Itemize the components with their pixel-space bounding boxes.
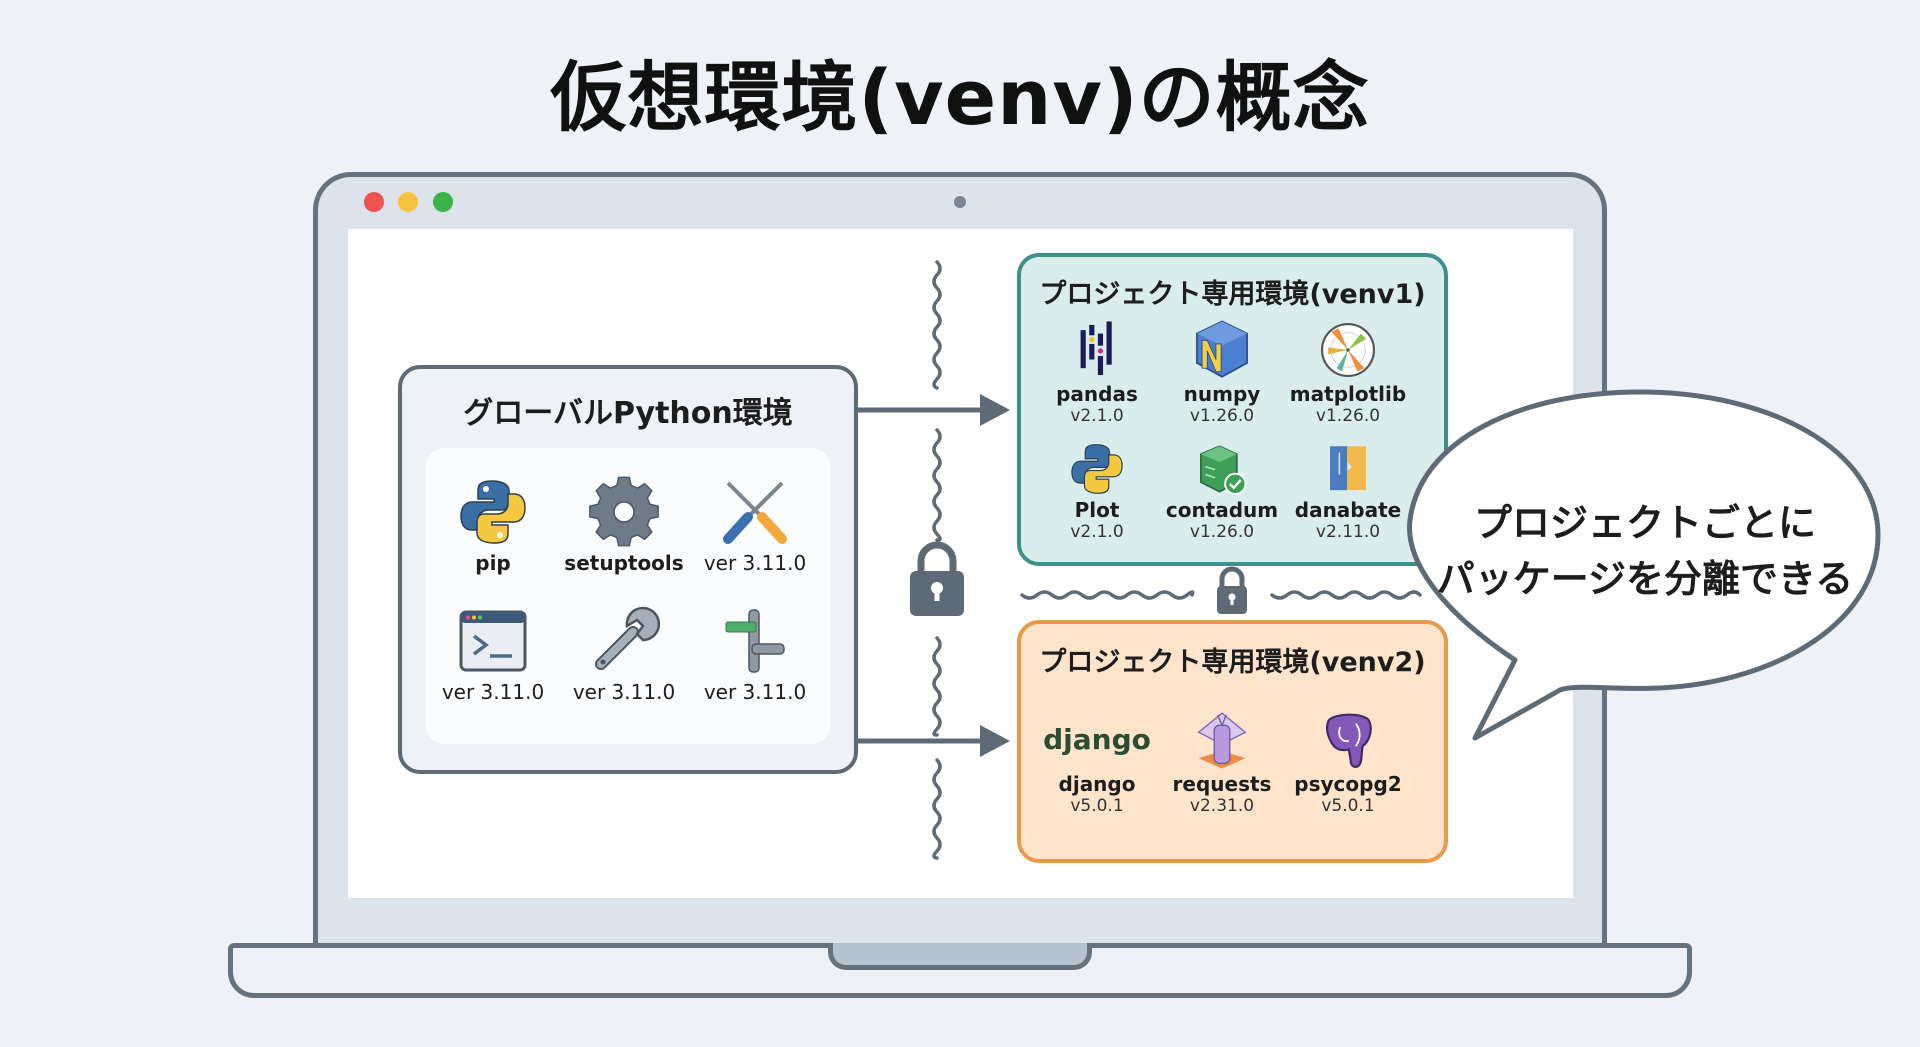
global-package-item: ver 3.11.0 — [428, 604, 558, 706]
wavy-divider-segment — [1270, 590, 1422, 600]
global-package-item: pip — [428, 475, 558, 577]
speech-bubble-shape — [1407, 389, 1881, 741]
package-label: pip — [475, 551, 511, 575]
window-minimize-dot — [398, 192, 418, 212]
venv1-package-item: pandas v2.1.0 — [1032, 318, 1162, 427]
page-title: 仮想環境(venv)の概念 — [550, 53, 1370, 142]
package-version: v2.1.0 — [1070, 406, 1124, 426]
package-version: v5.0.1 — [1321, 796, 1375, 816]
matplotlib-logo-icon — [1320, 322, 1376, 378]
arrow-to-venv1 — [858, 394, 1010, 426]
package-version: v5.0.1 — [1070, 796, 1124, 816]
callout-line-2: パッケージを分離できる — [1436, 557, 1854, 601]
package-name: django — [1058, 772, 1136, 796]
lock-icon — [1217, 566, 1247, 614]
danabate-logo-icon — [1329, 446, 1367, 491]
venv2-title: プロジェクト専用環境(venv2) — [1039, 647, 1426, 678]
package-name: numpy — [1183, 382, 1261, 406]
venv1-title: プロジェクト専用環境(venv1) — [1039, 279, 1426, 310]
venv2-box — [1017, 620, 1448, 863]
package-name: requests — [1172, 772, 1272, 796]
lock-icon — [910, 541, 964, 616]
venv2-package-item: django django v5.0.1 — [1032, 708, 1162, 817]
package-version: v2.11.0 — [1315, 522, 1381, 542]
pipe-connector-icon — [725, 609, 785, 673]
package-version: v2.31.0 — [1189, 796, 1255, 816]
window-close-dot — [364, 192, 384, 212]
package-version: v1.26.0 — [1189, 406, 1255, 426]
venv2-package-item: requests v2.31.0 — [1157, 708, 1287, 817]
screwdrivers-icon — [723, 481, 787, 544]
horizontal-divider — [1020, 590, 1422, 600]
package-label: ver 3.11.0 — [703, 680, 807, 704]
wavy-divider-segment — [932, 260, 942, 390]
wrench-icon — [595, 606, 661, 670]
terminal-icon — [459, 610, 527, 672]
global-env-title: グローバルPython環境 — [463, 396, 793, 431]
package-name: psycopg2 — [1294, 772, 1402, 796]
venv1-box — [1017, 253, 1448, 566]
package-label: setuptools — [564, 551, 684, 575]
arrow-to-venv2 — [858, 725, 1010, 757]
package-label: ver 3.11.0 — [703, 551, 807, 575]
package-name: matplotlib — [1289, 382, 1407, 406]
wavy-divider-segment — [932, 636, 942, 737]
python-logo-icon — [1071, 444, 1123, 494]
wavy-divider-segment — [932, 428, 942, 542]
package-label: ver 3.11.0 — [441, 680, 545, 704]
package-label: ver 3.11.0 — [572, 680, 676, 704]
global-package-item: ver 3.11.0 — [690, 475, 820, 577]
numpy-logo-icon — [1196, 320, 1248, 378]
venv1-package-item: Plot v2.1.0 — [1032, 440, 1162, 543]
django-logo-icon: django — [1043, 723, 1151, 756]
venv1-package-item: contadum v1.26.0 — [1157, 440, 1287, 543]
database-check-icon — [1200, 445, 1247, 496]
package-version: v2.1.0 — [1070, 522, 1124, 542]
package-version: v1.26.0 — [1315, 406, 1381, 426]
vertical-divider — [932, 260, 942, 860]
venv1-package-item: numpy v1.26.0 — [1157, 318, 1287, 427]
callout-text: プロジェクトごとに パッケージを分離できる — [1420, 495, 1870, 607]
laptop-notch — [828, 943, 1092, 970]
package-version: v1.26.0 — [1189, 522, 1255, 542]
camera-dot — [954, 196, 966, 208]
postgresql-elephant-icon — [1325, 713, 1372, 768]
venv1-package-item: matplotlib v1.26.0 — [1283, 318, 1413, 427]
wavy-divider-segment — [932, 758, 942, 860]
package-name: danabate — [1294, 498, 1402, 522]
requests-logo-icon — [1197, 712, 1247, 769]
window-maximize-dot — [433, 192, 453, 212]
global-package-item: ver 3.11.0 — [559, 604, 689, 706]
package-name: Plot — [1074, 498, 1120, 522]
callout-line-1: プロジェクトごとに — [1473, 501, 1816, 545]
global-package-item: setuptools — [559, 475, 689, 577]
wavy-divider-segment — [1020, 590, 1195, 600]
venv1-package-item: danabate v2.11.0 — [1283, 440, 1413, 543]
package-name: pandas — [1056, 382, 1138, 406]
venv2-package-item: psycopg2 v5.0.1 — [1283, 708, 1413, 817]
global-package-item: ver 3.11.0 — [690, 604, 820, 706]
package-name: contadum — [1165, 498, 1279, 522]
gear-icon — [589, 476, 659, 547]
python-logo-icon — [460, 480, 526, 544]
pandas-logo-icon — [1080, 321, 1112, 376]
